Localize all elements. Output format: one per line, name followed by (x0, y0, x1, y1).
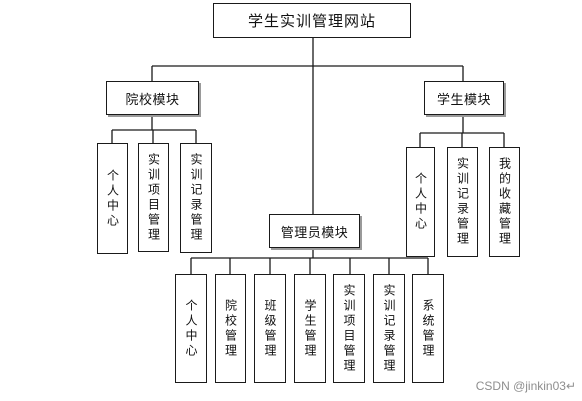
admin-leaf-school-mgmt: 院校管理 (215, 274, 246, 383)
student-leaf-personal-center: 个人中心 (406, 147, 435, 257)
admin-module-node: 管理员模块 (269, 214, 360, 248)
school-leaf-training-record-mgmt: 实训记录管理 (180, 143, 212, 253)
student-module-node: 学生模块 (424, 81, 504, 115)
root-node: 学生实训管理网站 (213, 3, 411, 38)
school-module-node: 院校模块 (106, 81, 199, 115)
admin-leaf-system-mgmt: 系统管理 (412, 274, 444, 383)
csdn-watermark: CSDN @jinkin03↵ (475, 379, 576, 393)
admin-leaf-student-mgmt: 学生管理 (294, 274, 326, 383)
school-leaf-training-project-mgmt: 实训项目管理 (138, 143, 169, 252)
admin-leaf-training-project-mgmt: 实训项目管理 (333, 274, 365, 383)
student-leaf-favorites-mgmt: 我的收藏管理 (489, 147, 520, 257)
admin-leaf-class-mgmt: 班级管理 (254, 274, 286, 383)
school-leaf-personal-center: 个人中心 (97, 143, 128, 254)
admin-leaf-training-record-mgmt: 实训记录管理 (373, 274, 405, 383)
student-leaf-training-record-mgmt: 实训记录管理 (447, 147, 478, 257)
admin-leaf-personal-center: 个人中心 (175, 274, 207, 383)
